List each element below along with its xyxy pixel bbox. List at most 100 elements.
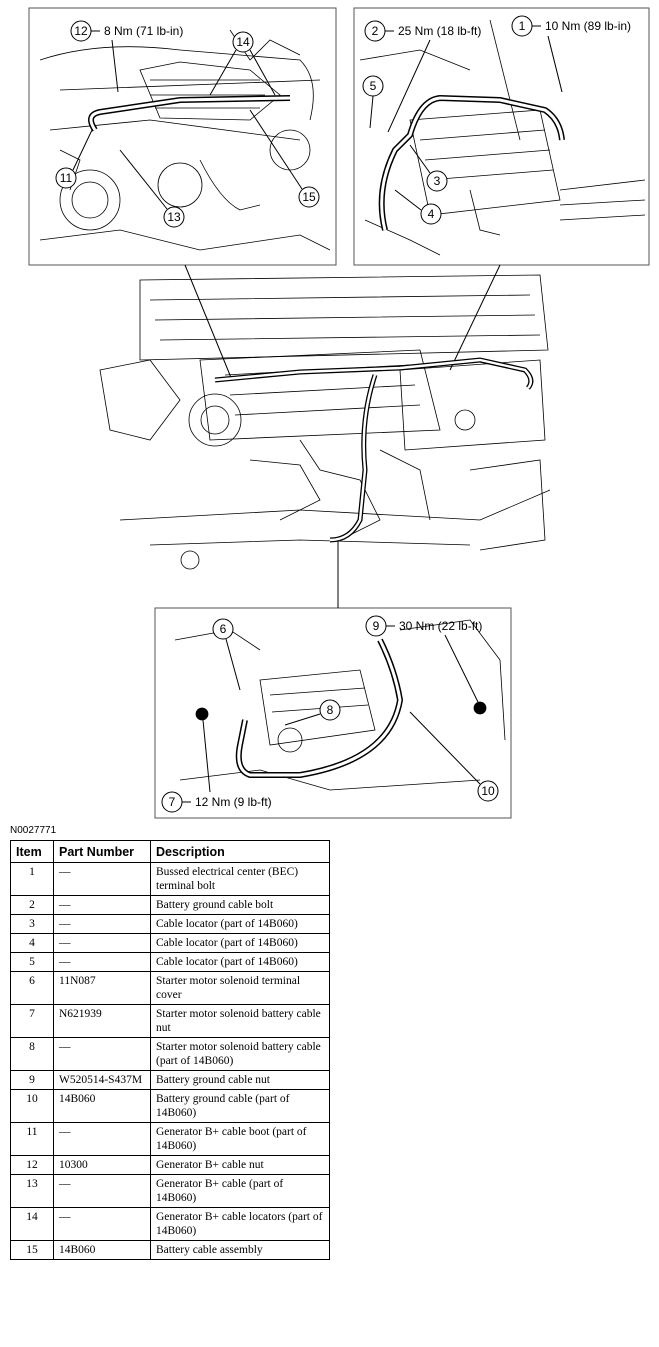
- callout-7: 7 12 Nm (9 lb-ft): [161, 719, 272, 813]
- item-cell: 6: [10, 971, 54, 1005]
- figure-id: N0027771: [10, 825, 57, 836]
- svg-text:30 Nm (22 lb-ft): 30 Nm (22 lb-ft): [399, 619, 482, 633]
- part-number-cell: —: [53, 895, 151, 915]
- part-number-cell: —: [53, 952, 151, 972]
- callout-9: 9 30 Nm (22 lb-ft): [365, 615, 482, 703]
- description-cell: Battery ground cable bolt: [150, 895, 330, 915]
- callout-8: 8: [284, 699, 341, 726]
- svg-text:12: 12: [74, 24, 88, 38]
- item-cell: 7: [10, 1004, 54, 1038]
- description-cell: Starter motor solenoid battery cable nut: [150, 1004, 330, 1038]
- svg-text:15: 15: [302, 190, 316, 204]
- callout-6: 6: [212, 618, 241, 691]
- description-cell: Generator B+ cable nut: [150, 1155, 330, 1175]
- svg-text:7: 7: [169, 795, 176, 809]
- svg-text:2: 2: [372, 24, 379, 38]
- item-cell: 2: [10, 895, 54, 915]
- callout-11: 11: [55, 129, 93, 189]
- description-cell: Starter motor solenoid battery cable (pa…: [150, 1037, 330, 1071]
- table-row: 11—Generator B+ cable boot (part of 14B0…: [10, 1122, 330, 1156]
- header-description: Description: [150, 840, 330, 863]
- item-cell: 3: [10, 914, 54, 934]
- table-header-row: Item Part Number Description: [10, 840, 330, 863]
- part-number-cell: 10300: [53, 1155, 151, 1175]
- svg-text:6: 6: [220, 622, 227, 636]
- part-number-cell: —: [53, 1174, 151, 1208]
- description-cell: Starter motor solenoid terminal cover: [150, 971, 330, 1005]
- description-cell: Battery cable assembly: [150, 1240, 330, 1260]
- header-part-number: Part Number: [53, 840, 151, 863]
- description-cell: Cable locator (part of 14B060): [150, 952, 330, 972]
- svg-text:10 Nm (89 lb-in): 10 Nm (89 lb-in): [545, 19, 631, 33]
- engine-diagram: 12 8 Nm (71 lb-in) 14 11 13 15: [28, 7, 650, 819]
- header-item: Item: [10, 840, 54, 863]
- description-cell: Generator B+ cable boot (part of 14B060): [150, 1122, 330, 1156]
- description-cell: Generator B+ cable (part of 14B060): [150, 1174, 330, 1208]
- part-number-cell: 14B060: [53, 1089, 151, 1123]
- svg-text:8 Nm (71 lb-in): 8 Nm (71 lb-in): [104, 24, 183, 38]
- generator-detail-sketch: [39, 29, 331, 251]
- callout-14: 14: [209, 31, 276, 96]
- part-number-cell: 11N087: [53, 971, 151, 1005]
- parts-table-body: 1—Bussed electrical center (BEC) termina…: [10, 862, 330, 1260]
- description-cell: Bussed electrical center (BEC) terminal …: [150, 862, 330, 896]
- part-number-cell: —: [53, 1122, 151, 1156]
- item-cell: 5: [10, 952, 54, 972]
- callout-13: 13: [119, 149, 185, 228]
- description-cell: Battery ground cable nut: [150, 1070, 330, 1090]
- part-number-cell: W520514-S437M: [53, 1070, 151, 1090]
- table-row: 1—Bussed electrical center (BEC) termina…: [10, 862, 330, 896]
- item-cell: 8: [10, 1037, 54, 1071]
- svg-text:3: 3: [434, 174, 441, 188]
- callout-4: 4: [394, 189, 442, 225]
- part-number-cell: 14B060: [53, 1240, 151, 1260]
- item-cell: 4: [10, 933, 54, 953]
- callout-1: 1 10 Nm (89 lb-in): [511, 15, 631, 93]
- detail-panel-battery: [353, 7, 650, 266]
- part-number-cell: —: [53, 914, 151, 934]
- callouts: 12 8 Nm (71 lb-in) 14 11 13 15: [55, 15, 631, 813]
- svg-text:1: 1: [519, 19, 526, 33]
- part-number-cell: —: [53, 862, 151, 896]
- callout-5: 5: [362, 75, 384, 129]
- callout-12: 12 8 Nm (71 lb-in): [70, 20, 183, 93]
- item-cell: 14: [10, 1207, 54, 1241]
- item-cell: 1: [10, 862, 54, 896]
- engine-main-view: [99, 274, 551, 570]
- table-row: 13—Generator B+ cable (part of 14B060): [10, 1174, 330, 1208]
- svg-text:4: 4: [428, 207, 435, 221]
- item-cell: 10: [10, 1089, 54, 1123]
- item-cell: 9: [10, 1070, 54, 1090]
- part-number-cell: —: [53, 1207, 151, 1241]
- item-cell: 13: [10, 1174, 54, 1208]
- svg-text:25 Nm (18 lb-ft): 25 Nm (18 lb-ft): [398, 24, 481, 38]
- svg-text:14: 14: [236, 35, 250, 49]
- parts-table: Item Part Number Description 1—Bussed el…: [10, 840, 330, 1260]
- table-row: 3—Cable locator (part of 14B060): [10, 914, 330, 934]
- table-row: 2—Battery ground cable bolt: [10, 895, 330, 915]
- callout-10: 10: [409, 711, 499, 802]
- item-cell: 12: [10, 1155, 54, 1175]
- part-number-cell: N621939: [53, 1004, 151, 1038]
- svg-text:8: 8: [327, 703, 334, 717]
- svg-text:10: 10: [481, 784, 495, 798]
- table-row: 8—Starter motor solenoid battery cable (…: [10, 1037, 330, 1071]
- item-cell: 11: [10, 1122, 54, 1156]
- callout-3: 3: [409, 144, 448, 192]
- svg-text:9: 9: [373, 619, 380, 633]
- svg-text:12 Nm (9 lb-ft): 12 Nm (9 lb-ft): [195, 795, 272, 809]
- table-row: 14—Generator B+ cable locators (part of …: [10, 1207, 330, 1241]
- description-cell: Cable locator (part of 14B060): [150, 914, 330, 934]
- description-cell: Generator B+ cable locators (part of 14B…: [150, 1207, 330, 1241]
- svg-text:5: 5: [370, 79, 377, 93]
- part-number-cell: —: [53, 933, 151, 953]
- part-number-cell: —: [53, 1037, 151, 1071]
- svg-text:11: 11: [60, 171, 73, 185]
- item-cell: 15: [10, 1240, 54, 1260]
